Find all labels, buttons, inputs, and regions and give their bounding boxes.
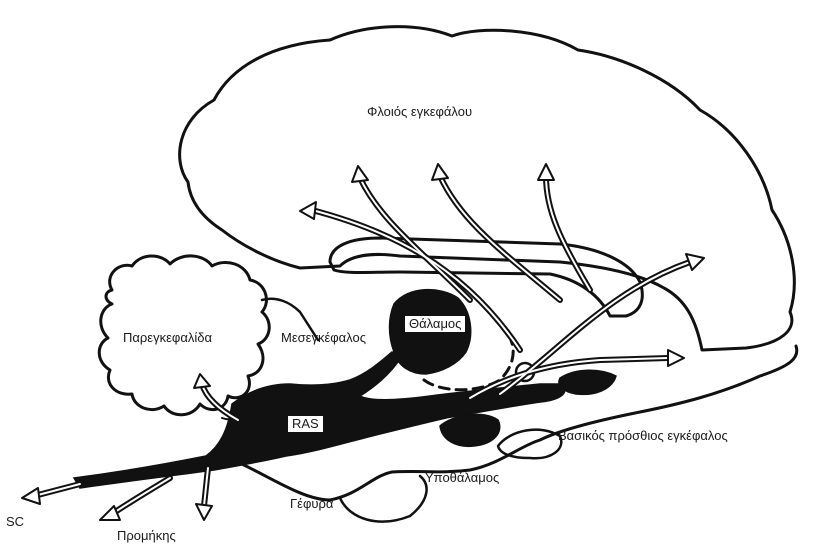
hypothalamus-mass — [440, 414, 500, 446]
arrowhead-icon — [686, 254, 704, 270]
arrowhead-icon — [196, 504, 212, 520]
basal-forebrain-mass — [559, 370, 616, 394]
label-medulla: Προμήκης — [117, 528, 176, 543]
label-thalamus: Θάλαμος — [403, 314, 467, 334]
arrowhead-icon — [668, 350, 684, 366]
label-midbrain: Μεσεγκέφαλος — [281, 330, 366, 345]
label-pons: Γέφυρα — [290, 496, 333, 511]
arrowhead-icon — [300, 202, 316, 219]
arrowhead-icon — [194, 374, 210, 388]
arrowhead-icon — [432, 164, 448, 180]
cortex-outline — [180, 27, 795, 350]
label-ras: RAS — [286, 414, 325, 434]
label-cortex: Φλοιός εγκεφάλου — [367, 104, 472, 119]
label-basal-forebrain: Βασικός πρόσθιος εγκέφαλος — [558, 428, 728, 443]
arrowhead-icon — [538, 164, 554, 180]
label-hypothalamus: Υποθάλαμος — [425, 470, 499, 485]
label-cerebellum: Παρεγκεφαλίδα — [123, 330, 212, 345]
arrowhead-icon — [22, 488, 40, 504]
label-sc: SC — [6, 514, 24, 529]
arrowhead-icon — [352, 166, 368, 182]
